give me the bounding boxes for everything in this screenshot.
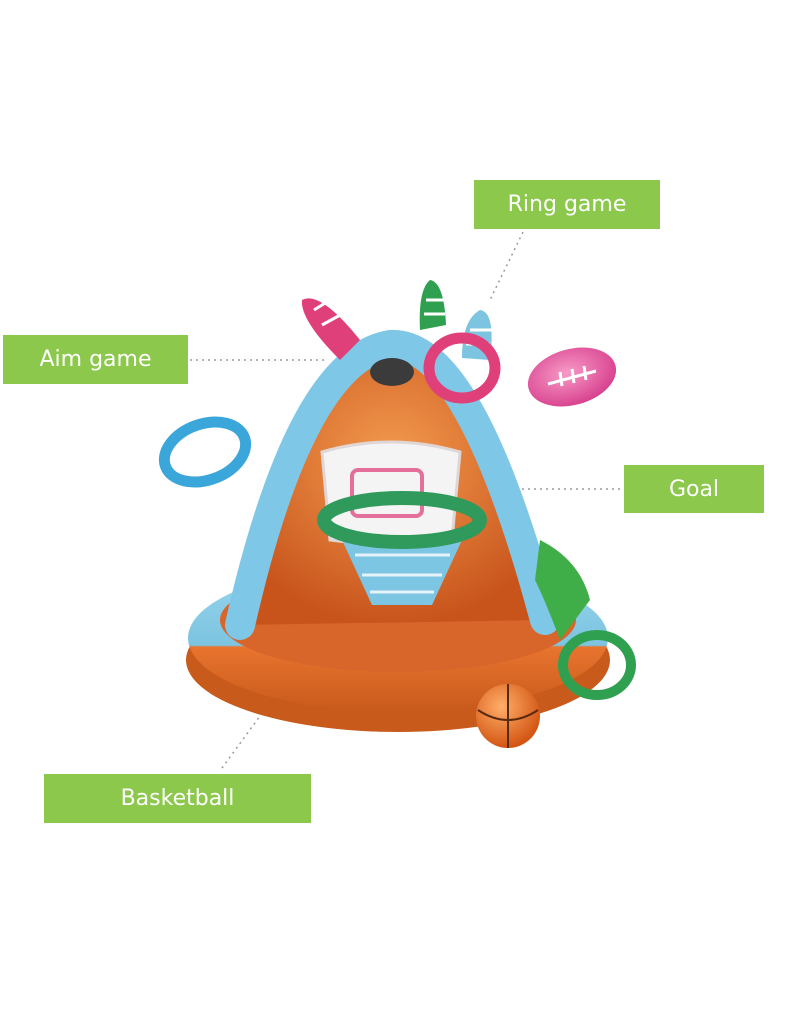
leader-ball xyxy=(221,704,269,769)
label-ring-game: Ring game xyxy=(474,180,660,229)
football xyxy=(527,347,617,407)
label-basketball: Basketball xyxy=(44,774,311,823)
basketball xyxy=(476,684,540,748)
label-aim-game: Aim game xyxy=(3,335,188,384)
basketball-goal xyxy=(317,440,487,605)
label-goal: Goal xyxy=(624,465,764,513)
toss-rings xyxy=(158,332,636,700)
leader-ring xyxy=(489,231,524,301)
leader-lines xyxy=(190,231,620,769)
